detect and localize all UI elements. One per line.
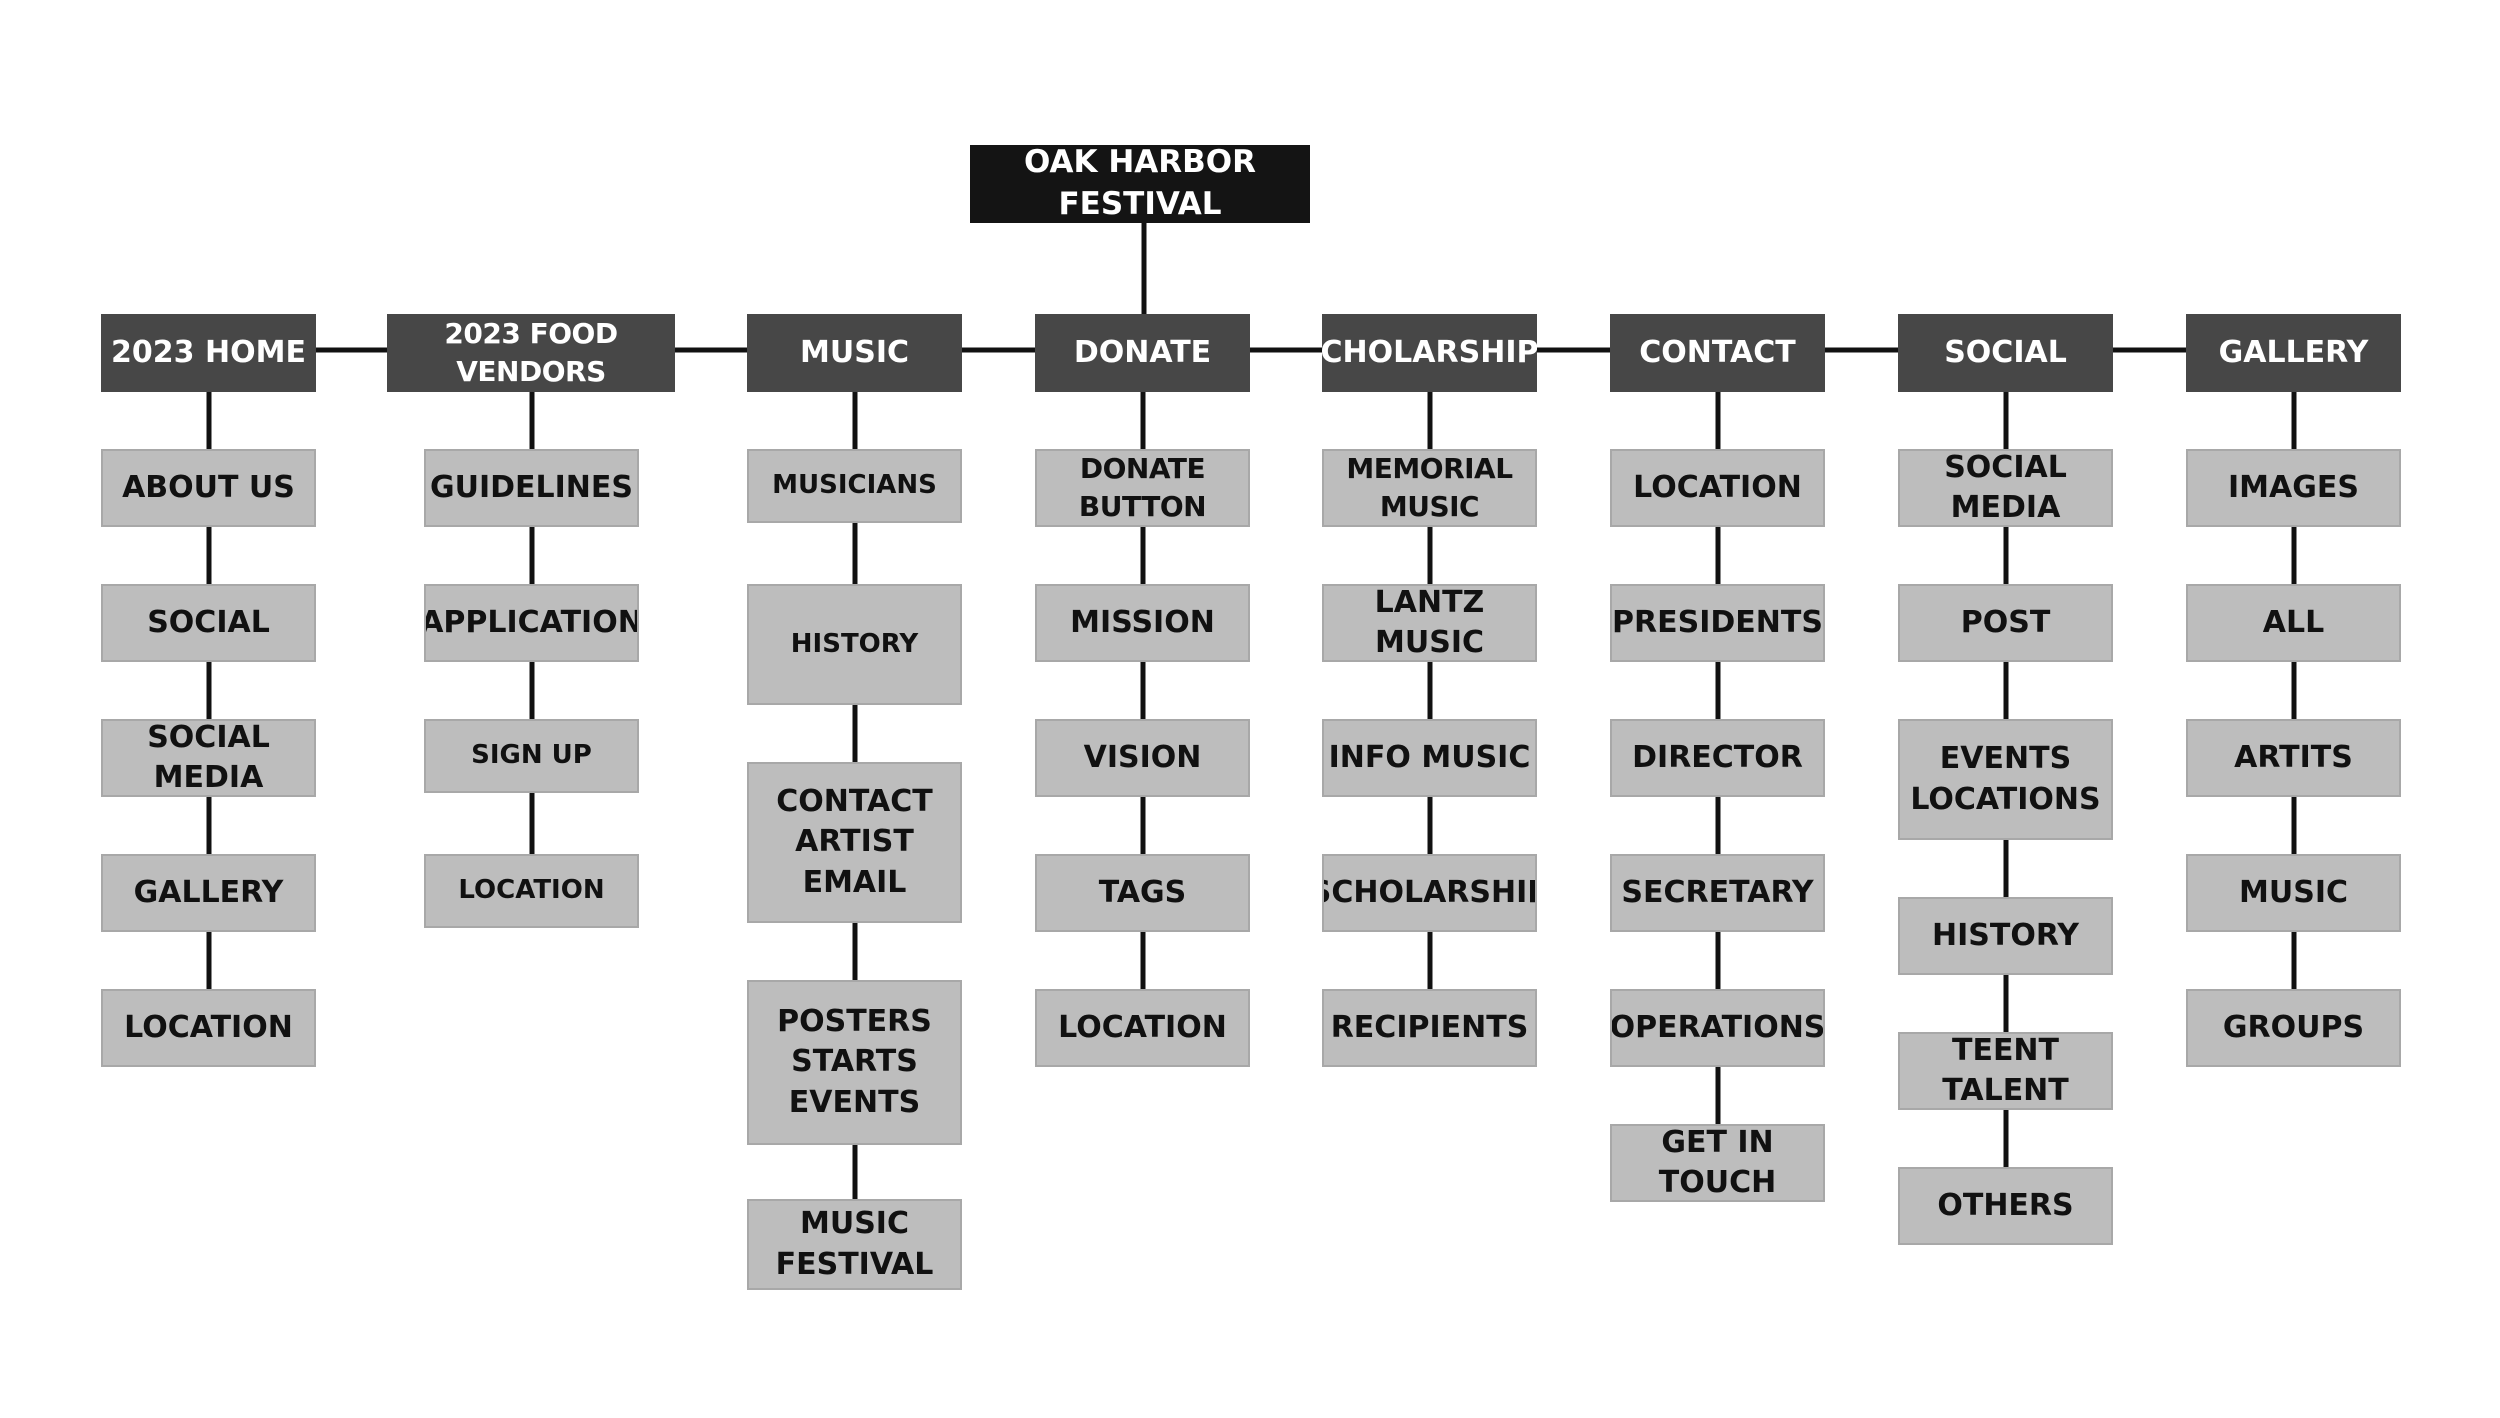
category-2023-home: 2023 HOME [101,314,316,392]
node-application: APPLICATION [424,584,639,662]
node-social-media: SOCIAL MEDIA [101,719,316,797]
node-teent-talent: TEENT TALENT [1898,1032,2113,1110]
node-groups: GROUPS [2186,989,2401,1067]
node-posters-starts-events: POSTERS STARTS EVENTS [747,980,962,1145]
node-music: MUSIC [2186,854,2401,932]
node-location: LOCATION [101,989,316,1067]
node-musicians: MUSICIANS [747,449,962,523]
node-social-media: SOCIAL MEDIA [1898,449,2113,527]
node-contact-artist-email: CONTACT ARTIST EMAIL [747,762,962,923]
node-recipients: RECIPIENTS [1322,989,1537,1067]
node-about-us: ABOUT US [101,449,316,527]
node-events-locations: EVENTS LOCATIONS [1898,719,2113,840]
category-gallery: GALLERY [2186,314,2401,392]
node-mission: MISSION [1035,584,1250,662]
node-sign-up: SIGN UP [424,719,639,793]
node-gallery: GALLERY [101,854,316,932]
node-location: LOCATION [1035,989,1250,1067]
node-operations: OPERATIONS [1610,989,1825,1067]
node-all: ALL [2186,584,2401,662]
node-scholarship: SCHOLARSHIP [1322,854,1537,932]
node-location: LOCATION [424,854,639,928]
node-secretary: SECRETARY [1610,854,1825,932]
node-guidelines: GUIDELINES [424,449,639,527]
root-node: OAK HARBOR FESTIVAL [970,145,1310,223]
node-get-in-touch: GET IN TOUCH [1610,1124,1825,1202]
node-history: HISTORY [1898,897,2113,975]
category-social: SOCIAL [1898,314,2113,392]
category-2023-food-vendors: 2023 FOOD VENDORS [387,314,675,392]
node-lantz-music: LANTZ MUSIC [1322,584,1537,662]
node-music-festival: MUSIC FESTIVAL [747,1199,962,1290]
node-presidents: PRESIDENTS [1610,584,1825,662]
node-images: IMAGES [2186,449,2401,527]
node-director: DIRECTOR [1610,719,1825,797]
node-others: OTHERS [1898,1167,2113,1245]
node-social: SOCIAL [101,584,316,662]
node-location: LOCATION [1610,449,1825,527]
category-scholarships: SCHOLARSHIPS [1322,314,1537,392]
node-vision: VISION [1035,719,1250,797]
category-music: MUSIC [747,314,962,392]
node-tags: TAGS [1035,854,1250,932]
category-contact: CONTACT [1610,314,1825,392]
node-donate-button: DONATE BUTTON [1035,449,1250,527]
node-artits: ARTITS [2186,719,2401,797]
node-history: HISTORY [747,584,962,705]
category-donate: DONATE [1035,314,1250,392]
node-info-music: INFO MUSIC [1322,719,1537,797]
node-memorial-music: MEMORIAL MUSIC [1322,449,1537,527]
node-post: POST [1898,584,2113,662]
